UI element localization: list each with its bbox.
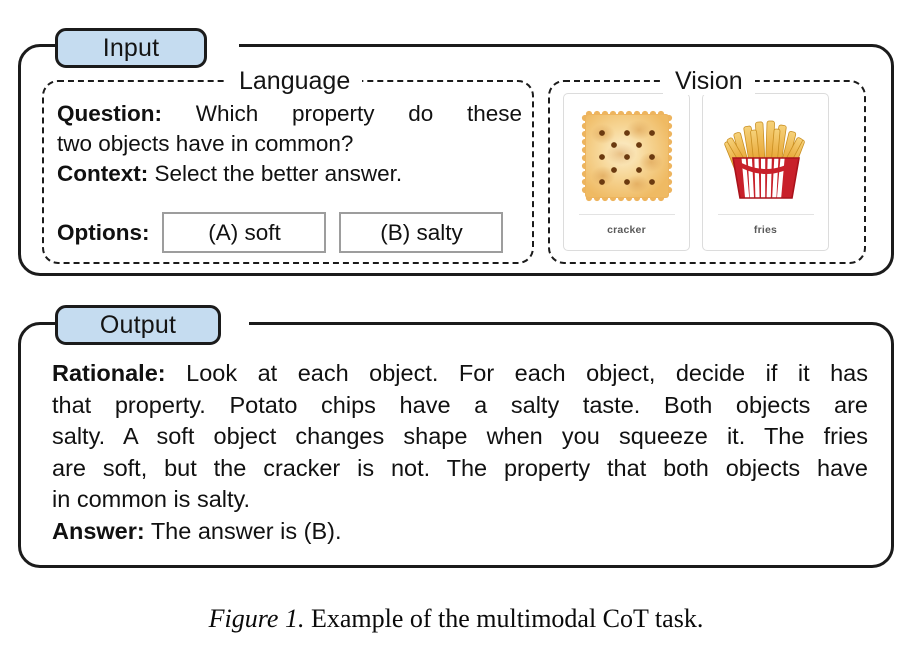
figure-number: Figure 1. — [208, 604, 305, 633]
cracker-card-divider — [578, 214, 675, 215]
rationale-label: Rationale: — [52, 360, 166, 386]
output-text-block: Rationale: Look at each object. For each… — [52, 358, 868, 547]
image-card-fries: fries — [702, 93, 829, 251]
language-text-block: Question: Which property do these two ob… — [57, 99, 522, 189]
output-tab-text: Output — [99, 310, 177, 339]
language-section-title: Language — [227, 67, 363, 95]
rationale-line-4: are soft, but the cracker is not. The pr… — [52, 453, 868, 485]
input-tab-label: Input — [55, 28, 207, 68]
question-label: Question: — [57, 101, 162, 126]
cracker-caption: cracker — [607, 224, 646, 236]
cracker-icon — [581, 110, 672, 202]
fries-image-stage — [710, 100, 822, 212]
option-b-button[interactable]: (B) salty — [339, 212, 504, 253]
fries-card-divider — [717, 214, 814, 215]
options-label: Options: — [57, 219, 150, 245]
context-line: Context: Select the better answer. — [57, 159, 522, 189]
rationale-text-part-4: are soft, but the cracker is not. The pr… — [52, 454, 868, 481]
question-text-part-2: two objects have in common? — [57, 131, 354, 156]
answer-text: The answer is (B). — [150, 517, 342, 544]
fries-caption: fries — [753, 224, 778, 236]
rationale-text-part-1: Look at each object. For each object, de… — [186, 360, 868, 386]
fries-icon — [723, 120, 805, 199]
output-tab-label: Output — [55, 305, 221, 345]
answer-label: Answer: — [52, 517, 145, 544]
context-text: Select the better answer. — [154, 161, 403, 186]
rationale-line-3: salty. A soft object changes shape when … — [52, 421, 868, 453]
vision-section-title: Vision — [663, 67, 755, 95]
options-row: Options: (A) soft (B) salty — [57, 212, 527, 253]
rationale-line-1: Rationale: Look at each object. For each… — [52, 358, 868, 390]
question-line-2: two objects have in common? — [57, 129, 522, 159]
answer-line: Answer: The answer is (B). — [52, 516, 868, 548]
rationale-text-part-5: in common is salty. — [52, 486, 251, 512]
rationale-line-2: that property. Potato chips have a salty… — [52, 390, 868, 422]
context-label: Context: — [57, 161, 149, 186]
input-tab-text: Input — [102, 33, 160, 62]
option-a-button[interactable]: (A) soft — [162, 212, 327, 253]
figure-caption-text: Example of the multimodal CoT task. — [310, 604, 704, 633]
cracker-image-stage — [571, 100, 683, 212]
rationale-line-5: in common is salty. — [52, 484, 868, 516]
question-text-part-1: Which property do these — [195, 101, 522, 126]
output-panel — [18, 321, 894, 568]
question-line-1: Question: Which property do these — [57, 99, 522, 129]
figure-caption: Figure 1. Example of the multimodal CoT … — [0, 604, 912, 634]
rationale-text-part-2: that property. Potato chips have a salty… — [52, 391, 868, 418]
vision-image-cards: cracker — [563, 93, 829, 251]
image-card-cracker: cracker — [563, 93, 690, 251]
rationale-text-part-3: salty. A soft object changes shape when … — [52, 423, 868, 449]
